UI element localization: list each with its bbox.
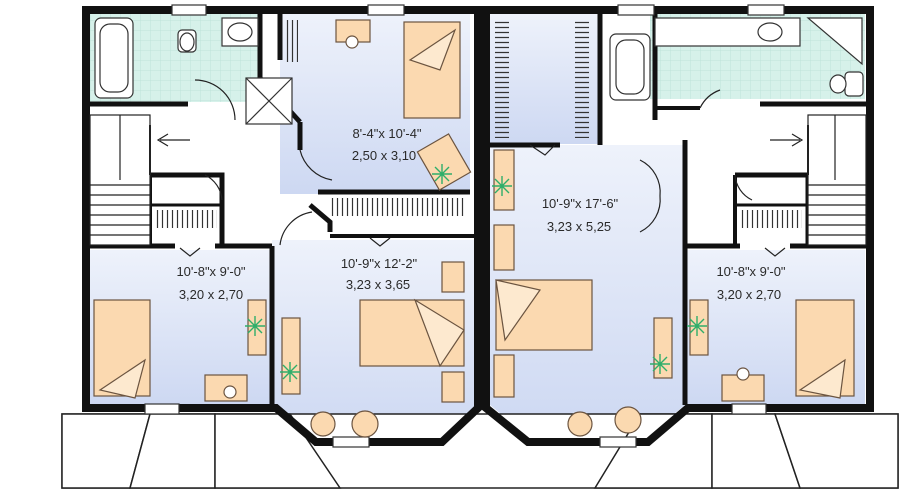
wall xyxy=(150,172,225,246)
closet-rod xyxy=(330,198,465,216)
bathtub-basin xyxy=(615,39,645,95)
outer-wall-right-unit xyxy=(482,6,874,446)
closet-rod xyxy=(575,20,589,138)
plant-icon xyxy=(492,176,512,196)
stair-arrow-icon xyxy=(770,133,804,147)
door-swing xyxy=(194,79,236,121)
sink xyxy=(227,22,253,42)
room-labels: 8'-4"x 10'-4" 2,50 x 3,10 10'-8"x 9'-0" … xyxy=(176,126,785,302)
room-dims-imperial: 10'-9"x 17'-6" xyxy=(542,196,619,211)
window xyxy=(731,403,767,415)
doors xyxy=(179,79,786,257)
nightstand xyxy=(441,261,465,293)
closet-rod xyxy=(155,210,217,228)
dresser xyxy=(653,317,673,379)
plant-icon xyxy=(432,164,452,184)
roof-facet xyxy=(214,413,342,489)
door-swing xyxy=(639,159,661,233)
nightstand xyxy=(493,354,515,398)
chair xyxy=(223,385,237,399)
armchair xyxy=(310,411,336,437)
bed-blanket xyxy=(98,358,146,399)
plants xyxy=(245,164,707,382)
stairs-left xyxy=(89,114,190,246)
stair-treads xyxy=(808,115,866,236)
window xyxy=(144,403,180,415)
toilet-bowl xyxy=(179,32,195,52)
chair xyxy=(736,367,750,381)
bed-blanket xyxy=(495,279,542,342)
closet-door xyxy=(369,237,391,247)
bed-blanket xyxy=(413,298,465,368)
room-dims-metric: 3,20 x 2,70 xyxy=(179,287,243,302)
closet-rod xyxy=(284,20,298,62)
closet-rod xyxy=(740,210,802,228)
armchair xyxy=(614,406,642,434)
windows xyxy=(144,4,785,448)
room-dims-imperial: 10'-8"x 9'-0" xyxy=(176,264,245,279)
sink xyxy=(757,22,783,42)
armchair xyxy=(351,410,379,438)
room-dims-metric: 3,23 x 3,65 xyxy=(346,277,410,292)
plant-icon xyxy=(245,316,265,336)
door-swing xyxy=(734,174,753,201)
roof-facet xyxy=(773,413,899,489)
window xyxy=(171,4,207,16)
furniture xyxy=(93,19,855,438)
door-swing xyxy=(204,174,223,201)
bath-right xyxy=(609,17,864,101)
window xyxy=(747,4,785,16)
stairs-right xyxy=(770,114,867,246)
chair xyxy=(345,35,359,49)
stair-arrow-icon xyxy=(156,133,190,147)
nightstand xyxy=(493,224,515,271)
plant-icon xyxy=(650,354,670,374)
bathtub-basin xyxy=(99,23,129,93)
bed-blanket xyxy=(408,28,457,71)
window xyxy=(367,4,405,16)
wall xyxy=(308,203,333,232)
room-dims-imperial: 8'-4"x 10'-4" xyxy=(352,126,421,141)
door-swing xyxy=(279,211,313,246)
window xyxy=(599,436,637,448)
bath-left xyxy=(94,17,293,125)
room-dims-imperial: 10'-8"x 9'-0" xyxy=(716,264,785,279)
toilet xyxy=(844,71,864,97)
closet-rod xyxy=(495,20,509,138)
plant-icon xyxy=(687,316,707,336)
door-swing xyxy=(299,149,333,181)
room-dims-metric: 3,23 x 5,25 xyxy=(547,219,611,234)
dresser xyxy=(281,317,301,395)
room-dims-metric: 3,20 x 2,70 xyxy=(717,287,781,302)
closet-door xyxy=(179,247,201,257)
armchair xyxy=(567,411,593,437)
stair-treads xyxy=(90,115,150,236)
closet-door xyxy=(529,144,556,156)
door-swing xyxy=(699,89,721,109)
plant-icon xyxy=(280,362,300,382)
shower-drain-icon xyxy=(245,77,293,125)
room-dims-imperial: 10'-9"x 12'-2" xyxy=(341,256,418,271)
porch-roof xyxy=(61,413,899,489)
window xyxy=(617,4,655,16)
bed-blanket xyxy=(798,358,846,399)
dresser xyxy=(416,133,472,191)
room-dims-metric: 2,50 x 3,10 xyxy=(352,148,416,163)
corner-shower xyxy=(806,17,863,66)
closets xyxy=(155,20,802,228)
closet-door xyxy=(764,247,786,257)
nightstand xyxy=(441,371,465,403)
toilet-bowl xyxy=(829,74,847,94)
outer-wall-left-unit xyxy=(82,6,482,446)
dresser xyxy=(493,149,515,211)
window xyxy=(332,436,370,448)
staircase xyxy=(807,114,867,246)
